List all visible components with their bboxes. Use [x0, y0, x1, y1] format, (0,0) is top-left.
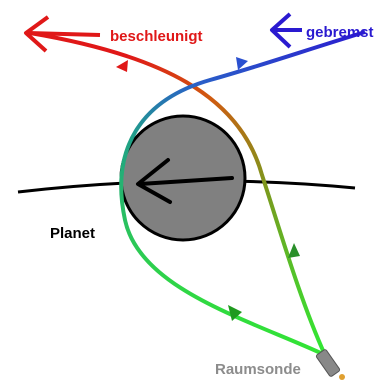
arrow-marker	[116, 60, 128, 72]
spacecraft-icon	[316, 349, 345, 380]
label-planet: Planet	[50, 225, 95, 242]
label-probe: Raumsonde	[215, 361, 301, 378]
arrow-decelerated-end	[272, 14, 302, 47]
label-decelerated: gebremst	[306, 24, 374, 41]
arrow-marker	[288, 243, 300, 258]
label-accelerated: beschleunigt	[110, 28, 203, 45]
